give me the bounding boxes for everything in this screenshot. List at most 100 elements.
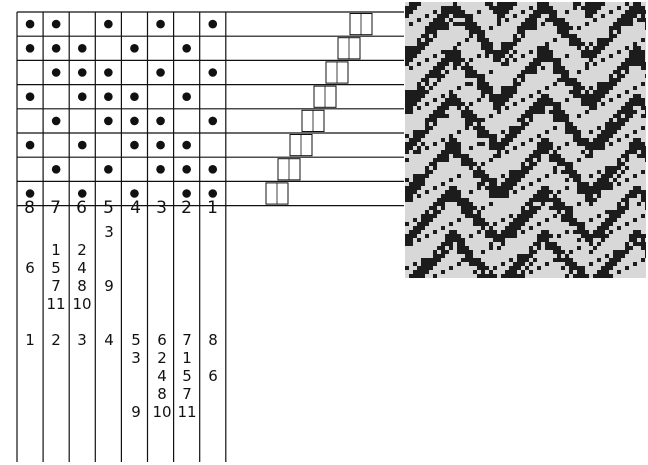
fabric-cell xyxy=(625,134,629,138)
fabric-cell xyxy=(449,50,453,54)
threading-number xyxy=(200,277,226,295)
fabric-cell xyxy=(625,194,629,198)
fabric-cell xyxy=(501,146,505,150)
fabric-cell xyxy=(593,102,597,106)
fabric-cell xyxy=(625,198,629,202)
fabric-cell xyxy=(473,258,477,262)
fabric-cell xyxy=(585,22,589,26)
fabric-cell xyxy=(581,138,585,142)
fabric-cell xyxy=(429,86,433,90)
threading-number xyxy=(96,241,122,259)
fabric-cell xyxy=(457,50,461,54)
fabric-cell xyxy=(461,10,465,14)
threading-number xyxy=(123,385,149,403)
fabric-cell xyxy=(469,162,473,166)
fabric-cell xyxy=(477,258,481,262)
fabric-cell xyxy=(425,58,429,62)
fabric-cell xyxy=(569,250,573,254)
fabric-cell xyxy=(605,86,609,90)
fabric-cell xyxy=(625,18,629,22)
fabric-cell xyxy=(477,78,481,82)
fabric-cell xyxy=(545,18,549,22)
fabric-cell xyxy=(493,102,497,106)
fabric-cell xyxy=(625,206,629,210)
fabric-cell xyxy=(545,242,549,246)
threading-number: 1 xyxy=(17,331,43,349)
fabric-cell xyxy=(437,106,441,110)
fabric-cell xyxy=(549,154,553,158)
fabric-cell xyxy=(637,50,641,54)
fabric-cell xyxy=(545,234,549,238)
fabric-cell xyxy=(613,258,617,262)
fabric-cell xyxy=(637,234,641,238)
fabric-cell xyxy=(617,110,621,114)
fabric-cell xyxy=(633,262,637,266)
fabric-cell xyxy=(417,42,421,46)
threading-number xyxy=(96,259,122,277)
fabric-cell xyxy=(405,186,409,190)
fabric-cell xyxy=(449,94,453,98)
fabric-cell xyxy=(497,110,501,114)
fabric-cell xyxy=(617,174,621,178)
fabric-cell xyxy=(493,142,497,146)
fabric-cell xyxy=(513,222,517,226)
fabric-cell xyxy=(497,22,501,26)
fabric-cell xyxy=(441,182,445,186)
fabric-cell xyxy=(597,6,601,10)
fabric-cell xyxy=(493,182,497,186)
fabric-cell xyxy=(617,162,621,166)
fabric-cell xyxy=(633,94,637,98)
fabric-cell xyxy=(589,250,593,254)
fabric-cell xyxy=(569,214,573,218)
fabric-cell xyxy=(529,254,533,258)
fabric-cell xyxy=(569,258,573,262)
fabric-cell xyxy=(593,138,597,142)
fabric-cell xyxy=(521,254,525,258)
fabric-cell xyxy=(589,94,593,98)
fabric-cell xyxy=(545,262,549,266)
fabric-cell xyxy=(469,74,473,78)
fabric-cell xyxy=(565,126,569,130)
fabric-cell xyxy=(481,174,485,178)
fabric-cell xyxy=(469,102,473,106)
fabric-cell xyxy=(593,274,597,278)
fabric-cell xyxy=(425,102,429,106)
fabric-cell xyxy=(577,114,581,118)
fabric-cell xyxy=(601,58,605,62)
fabric-cell xyxy=(421,78,425,82)
threading-number xyxy=(149,241,175,259)
fabric-cell xyxy=(645,250,646,254)
fabric-cell xyxy=(641,58,645,62)
fabric-cell xyxy=(585,186,589,190)
fabric-cell xyxy=(513,102,517,106)
fabric-cell xyxy=(609,182,613,186)
fabric-cell xyxy=(521,186,525,190)
fabric-cell xyxy=(473,214,477,218)
tie-up-dot xyxy=(104,165,113,174)
fabric-cell xyxy=(633,50,637,54)
fabric-cell xyxy=(569,170,573,174)
fabric-cell xyxy=(405,158,409,162)
shaft-label: 2 xyxy=(174,198,199,218)
fabric-cell xyxy=(485,2,489,6)
fabric-cell xyxy=(621,198,625,202)
fabric-cell xyxy=(517,26,521,30)
fabric-cell xyxy=(633,14,637,18)
fabric-cell xyxy=(477,122,481,126)
fabric-cell xyxy=(645,150,646,154)
fabric-cell xyxy=(629,22,633,26)
threading-number: 5 xyxy=(174,367,200,385)
fabric-cell xyxy=(545,138,549,142)
tie-up-dot xyxy=(26,20,35,29)
fabric-cell xyxy=(477,170,481,174)
fabric-cell xyxy=(585,94,589,98)
fabric-cell xyxy=(593,18,597,22)
fabric-cell xyxy=(573,274,577,278)
fabric-cell xyxy=(513,190,517,194)
fabric-cell xyxy=(457,150,461,154)
fabric-cell xyxy=(577,130,581,134)
fabric-cell xyxy=(569,218,573,222)
fabric-cell xyxy=(589,262,593,266)
fabric-cell xyxy=(469,14,473,18)
fabric-cell xyxy=(413,230,417,234)
